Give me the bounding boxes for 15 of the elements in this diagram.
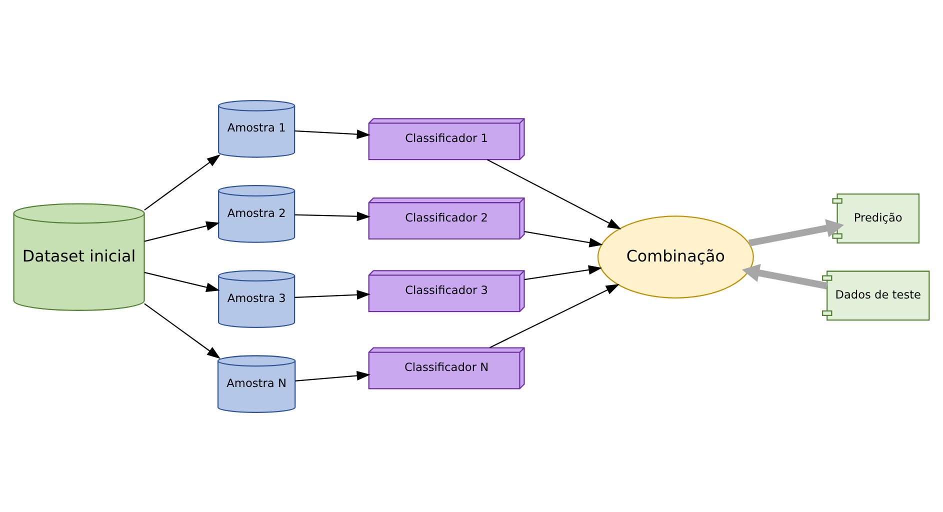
arrow — [748, 218, 844, 246]
arrow — [144, 154, 221, 210]
arrow — [295, 370, 370, 381]
arrow — [294, 211, 371, 221]
node-ellipse: Combinação — [597, 215, 754, 298]
arrow — [144, 302, 221, 358]
arrow — [144, 220, 220, 242]
arrow — [742, 263, 828, 289]
arrow — [524, 230, 603, 247]
arrow — [144, 271, 220, 292]
arrow — [486, 158, 622, 229]
arrow — [524, 264, 602, 280]
arrow — [294, 129, 371, 139]
arrow — [294, 290, 371, 300]
arrow — [490, 283, 620, 348]
